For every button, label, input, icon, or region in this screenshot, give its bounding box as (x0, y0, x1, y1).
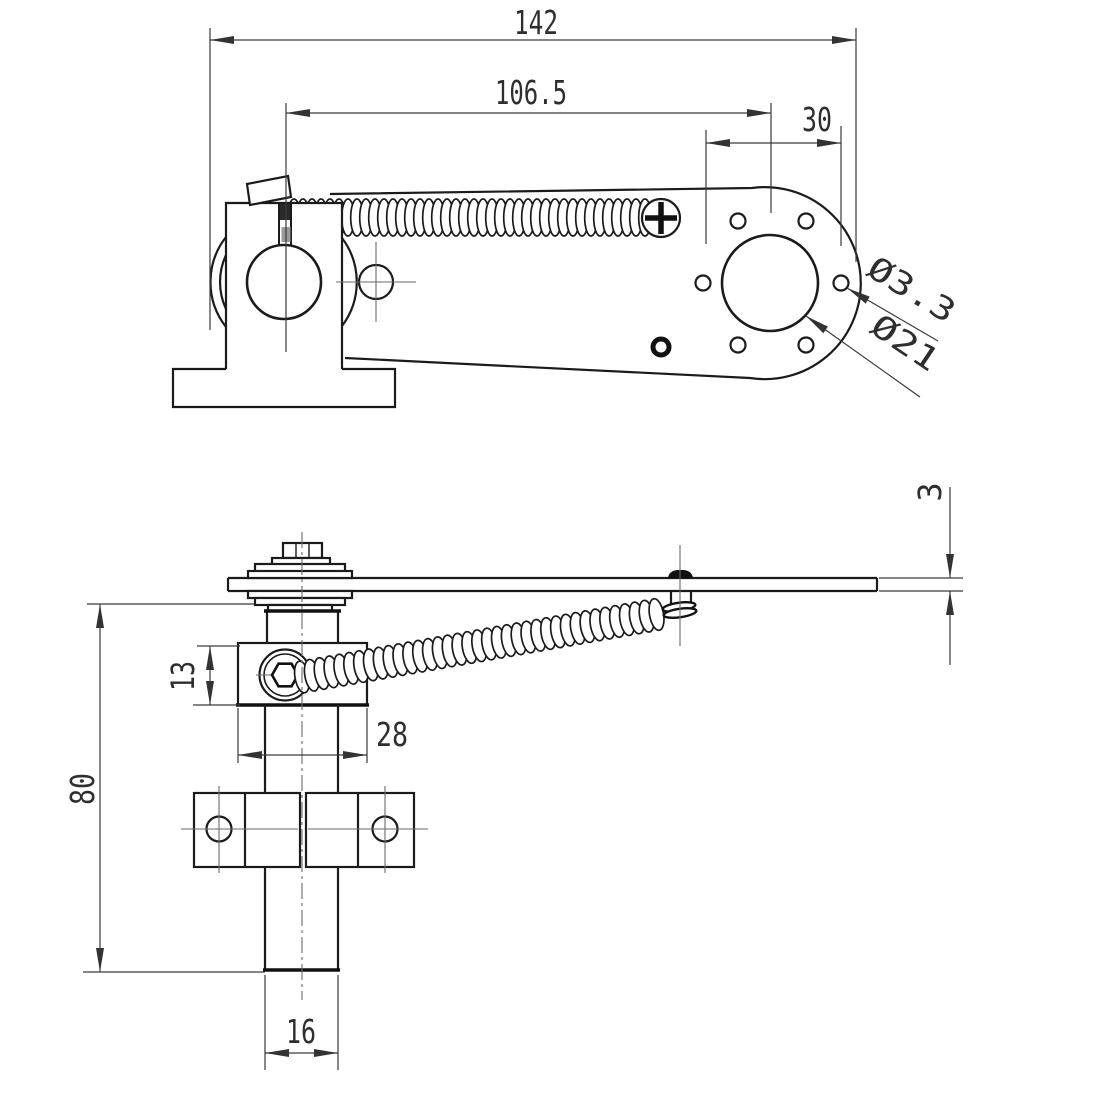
spring-front-view (293, 597, 665, 694)
dim-80-label: 80 (63, 773, 102, 805)
dimension-30: 30 (705, 100, 842, 246)
dimension-80: 80 (63, 603, 265, 973)
top-view (171, 174, 862, 409)
dimension-16: 16 (264, 975, 339, 1070)
dimension-106-5: 106.5 (285, 73, 772, 352)
dim-30-label: 30 (802, 100, 832, 139)
arm-plate-side (226, 576, 879, 593)
mount-hole-left (336, 242, 416, 322)
phillips-screw-icon (640, 197, 682, 239)
dim-13-label: 13 (164, 661, 202, 691)
pivot-bore (245, 243, 323, 321)
dim-28-label: 28 (376, 715, 408, 754)
front-view (181, 532, 879, 1000)
shaft-mid (263, 705, 340, 793)
dim-16-label: 16 (286, 1012, 316, 1051)
servo-hole-pattern (650, 212, 850, 358)
dimension-142: 142 (209, 3, 857, 330)
dim-3-label: 3 (911, 482, 949, 501)
dim-142-label: 142 (514, 3, 558, 42)
spring-anchor-slot (278, 202, 292, 247)
spring-end-tab (245, 174, 293, 207)
dimension-28: 28 (237, 708, 408, 763)
pivot-bolt-stack (246, 541, 354, 613)
clamp-collars (181, 786, 428, 873)
dim-106-5-label: 106.5 (495, 73, 567, 112)
hex-socket-icon (270, 662, 300, 688)
dimension-3: 3 (879, 482, 963, 665)
dimension-13: 13 (164, 645, 240, 706)
bearing-pedestal (171, 201, 397, 409)
